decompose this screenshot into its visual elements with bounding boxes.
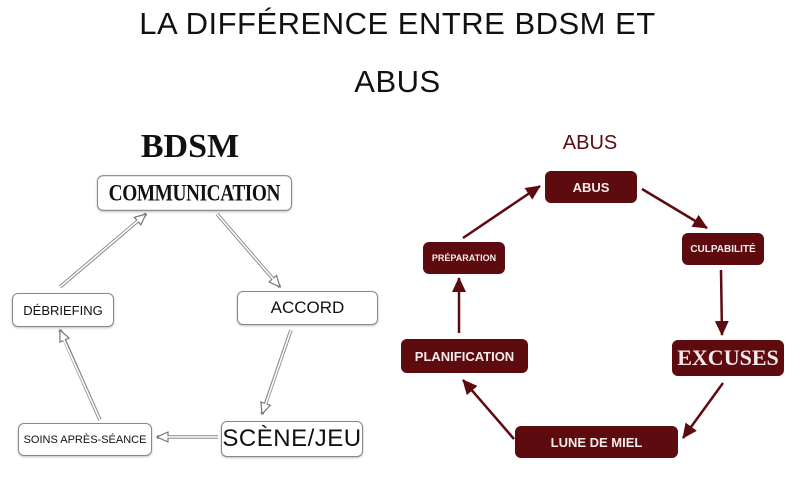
bdsm-node-accord: ACCORD: [237, 291, 378, 325]
node-label: PRÉPARATION: [431, 253, 497, 263]
abus-heading: ABUS: [562, 132, 618, 154]
bdsm-node-communication: COMMUNICATION: [97, 175, 292, 211]
node-label: COMMUNICATION: [108, 179, 281, 206]
node-label: PLANIFICATION: [414, 348, 515, 364]
page-title-line-1: LA DIFFÉRENCE ENTRE BDSM ET: [139, 6, 656, 41]
node-label: CULPABILITÉ: [690, 243, 756, 255]
node-label: ABUS: [572, 179, 610, 195]
abus-node-preparation: PRÉPARATION: [423, 242, 505, 274]
node-label: ACCORD: [270, 298, 345, 317]
bdsm-node-soins-apres-seance: SOINS APRÈS-SÉANCE: [18, 423, 152, 456]
abus-node-planification: PLANIFICATION: [401, 339, 528, 373]
abus-node-lune-de-miel: LUNE DE MIEL: [515, 426, 678, 458]
arrow-abus-to-culpabilite: [641, 187, 708, 230]
arrow-culpabilite-to-excuses: [714, 269, 729, 336]
abus-arrows: [452, 184, 729, 440]
arrow-lune-to-planification: [462, 379, 515, 440]
bdsm-node-scene-jeu: SCÈNE/JEU: [221, 421, 363, 457]
page-title-line-2: ABUS: [354, 64, 441, 99]
node-label: SCÈNE/JEU: [222, 425, 362, 452]
node-label: DÉBRIEFING: [23, 302, 103, 318]
bdsm-heading: BDSM: [140, 128, 240, 165]
abus-node-excuses: EXCUSES: [672, 340, 784, 376]
abus-node-culpabilite: CULPABILITÉ: [682, 233, 764, 265]
node-label: EXCUSES: [677, 345, 779, 370]
abus-node-abus: ABUS: [545, 171, 637, 203]
arrow-excuses-to-lune: [681, 382, 725, 439]
node-label: LUNE DE MIEL: [550, 434, 643, 450]
arrow-preparation-to-abus: [462, 184, 541, 240]
node-label: SOINS APRÈS-SÉANCE: [23, 433, 147, 446]
bdsm-node-debriefing: DÉBRIEFING: [12, 293, 114, 327]
